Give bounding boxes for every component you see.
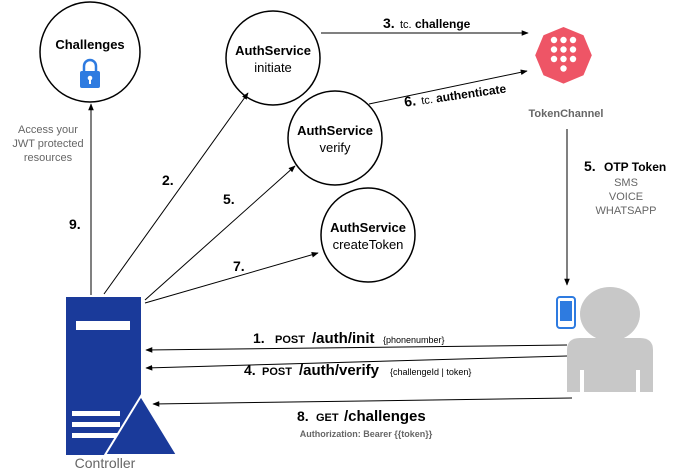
svg-text:{phonenumber}: {phonenumber} [383, 335, 445, 345]
svg-text:/auth/verify: /auth/verify [299, 362, 380, 379]
svg-text:5.: 5. [584, 158, 596, 174]
svg-text:VOICE: VOICE [609, 191, 643, 203]
svg-text:challenge: challenge [415, 17, 471, 31]
svg-text:/auth/init: /auth/init [312, 330, 375, 347]
step-6-label: 6. tc. authenticate [403, 82, 507, 110]
arrow-6-authenticate [368, 69, 528, 105]
controller-node: Controller [66, 297, 179, 471]
svg-text:1.: 1. [253, 330, 265, 346]
step-2-number: 2. [162, 172, 174, 188]
svg-text:Access your: Access your [18, 124, 78, 136]
auth-initiate-subtitle: initiate [254, 60, 292, 75]
auth-create-subtitle: createToken [333, 237, 404, 252]
svg-text:GET: GET [316, 412, 339, 424]
svg-text:SMS: SMS [614, 177, 638, 189]
arrow-2-initiate [103, 92, 249, 295]
access-annotation: Access your JWT protected resources [12, 124, 83, 164]
user-icon [567, 287, 653, 392]
challenges-node: Challenges [39, 1, 141, 103]
user-node [556, 287, 653, 392]
auth-verify-subtitle: verify [319, 140, 351, 155]
auth-create-title: AuthService [330, 220, 406, 235]
step-8-label: 8. GET /challenges Authorization: Bearer… [297, 408, 433, 439]
controller-label: Controller [75, 455, 136, 471]
token-channel-node: TokenChannel [529, 27, 604, 120]
step-9-number: 9. [69, 216, 81, 232]
svg-text:4.: 4. [244, 362, 256, 378]
svg-text:tc.: tc. [400, 19, 412, 31]
arrow-7-create [144, 252, 319, 304]
auth-initiate-title: AuthService [235, 43, 311, 58]
auth-initiate-node: AuthService initiate [225, 10, 321, 106]
challenges-title: Challenges [55, 37, 124, 52]
svg-text:resources: resources [24, 152, 73, 164]
svg-text:Authorization: Bearer {{token}: Authorization: Bearer {{token}} [300, 429, 433, 439]
auth-create-token-node: AuthService createToken [320, 187, 416, 283]
warning-triangle-icon [103, 394, 179, 456]
arrow-5-verify [144, 165, 296, 301]
auth-verify-node: AuthService verify [287, 90, 383, 186]
svg-text:/challenges: /challenges [344, 408, 426, 425]
arrow-4-verify [145, 355, 568, 371]
lock-icon [80, 58, 100, 88]
step-7-number: 7. [233, 258, 245, 274]
step-4-label: 4. POST /auth/verify {challengeId | toke… [244, 362, 471, 379]
svg-text:POST: POST [262, 366, 292, 378]
step-5-number: 5. [223, 191, 235, 207]
svg-text:WHATSAPP: WHATSAPP [596, 205, 657, 217]
svg-text:authenticate: authenticate [435, 82, 507, 106]
token-channel-label: TokenChannel [529, 108, 604, 120]
svg-text:JWT protected: JWT protected [12, 138, 83, 150]
otp-token-annotation: 5. OTP Token SMS VOICE WHATSAPP [584, 158, 666, 217]
phone-icon [556, 296, 576, 329]
svg-text:tc.: tc. [420, 94, 433, 108]
svg-text:3.: 3. [383, 15, 395, 31]
arrow-8-challenges [152, 397, 573, 407]
svg-text:{challengeId | token}: {challengeId | token} [390, 367, 471, 377]
keypad-icon [535, 27, 592, 84]
auth-verify-title: AuthService [297, 123, 373, 138]
arrow-1-init [145, 344, 568, 353]
svg-text:OTP Token: OTP Token [604, 160, 666, 174]
step-1-label: 1. POST /auth/init {phonenumber} [253, 330, 445, 347]
svg-text:POST: POST [275, 334, 305, 346]
step-3-label: 3. tc. challenge [383, 15, 471, 31]
svg-text:6.: 6. [403, 92, 417, 109]
svg-text:8.: 8. [297, 408, 309, 424]
